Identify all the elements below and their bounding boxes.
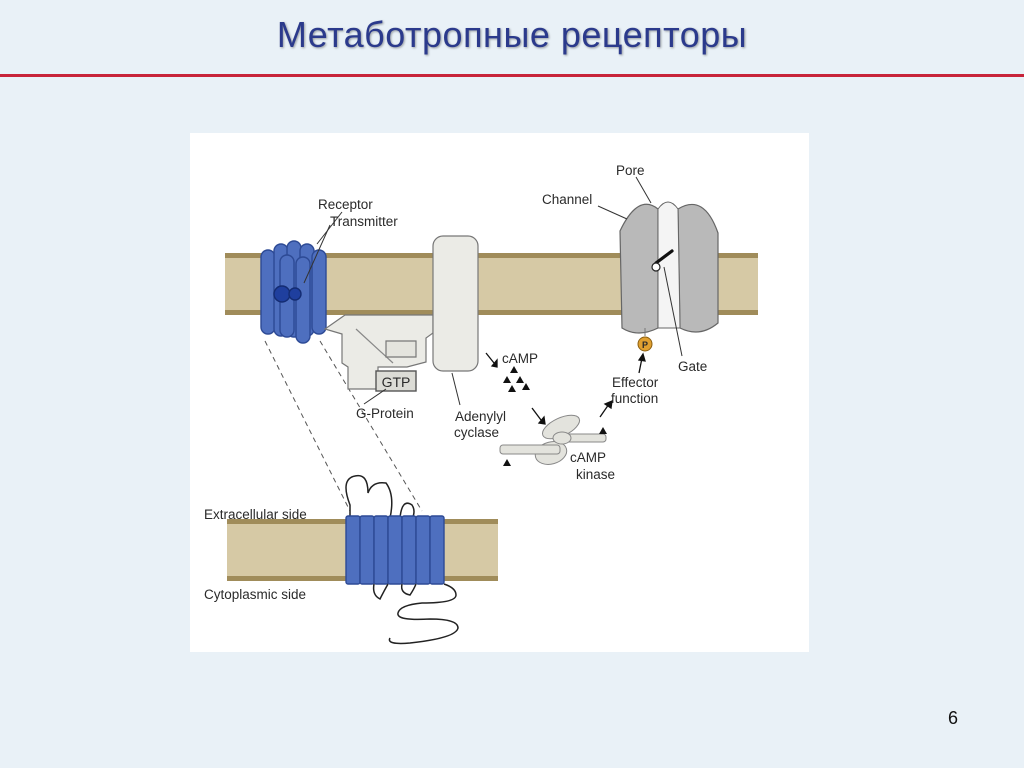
g-protein-label: G-Protein <box>356 406 414 421</box>
signal-arrows <box>485 352 646 425</box>
cytoplasmic-label: Cytoplasmic side <box>204 587 306 602</box>
title-divider <box>0 74 1024 77</box>
function-label: function <box>611 391 658 406</box>
receptor-figure: GTP P <box>190 133 809 652</box>
cyclase-label: cyclase <box>454 425 499 440</box>
receptor-label: Receptor <box>318 197 373 212</box>
adenylyl-cyclase-shape <box>432 235 479 372</box>
camp-label: cAMP <box>502 351 538 366</box>
effector-label: Effector <box>612 375 659 390</box>
camp-molecules <box>503 366 530 392</box>
gtp-label: GTP <box>382 374 411 390</box>
camp-kinase-label-1: cAMP <box>570 450 606 465</box>
extracellular-label: Extracellular side <box>204 507 307 522</box>
adenylyl-label: Adenylyl <box>455 409 506 424</box>
phosphate-label: P <box>642 340 648 350</box>
transmitter-label: Transmitter <box>330 214 398 229</box>
slide-title: Метаботропные рецепторы <box>276 14 748 55</box>
camp-kinase-shape <box>499 414 607 466</box>
gtp-box: GTP <box>375 370 417 392</box>
pore-label: Pore <box>616 163 645 178</box>
g-protein-shape <box>323 314 434 390</box>
metabotropic-receptor-diagram: GTP P <box>204 163 758 645</box>
gate-label: Gate <box>678 359 707 374</box>
phosphate-marker: P <box>637 328 653 352</box>
channel-label: Channel <box>542 192 592 207</box>
page-number: 6 <box>948 708 959 728</box>
label-leader-lines <box>303 176 683 406</box>
zoom-guide-lines <box>264 340 423 512</box>
camp-kinase-label-2: kinase <box>576 467 615 482</box>
ion-channel <box>619 201 719 334</box>
seven-transmembrane-receptor <box>345 474 459 645</box>
